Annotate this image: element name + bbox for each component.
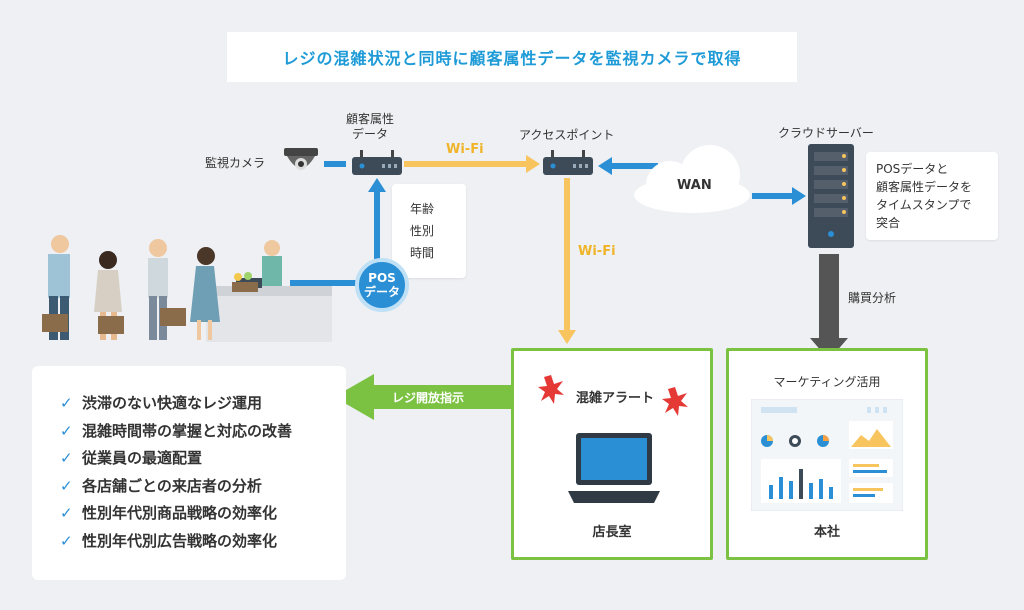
benefit-text: 従業員の最適配置	[82, 449, 203, 467]
benefit-item: ✓ 性別年代別商品戦略の効率化	[60, 500, 346, 528]
benefit-text: 混雑時間帯の掌握と対応の改善	[82, 421, 293, 440]
access-point-icon	[543, 150, 593, 175]
benefits-list: ✓渋滞のない快適なレジ運用 ✓混雑時間帯の掌握と対応の改善 ✓従業員の最適配置 …	[32, 366, 346, 555]
congestion-alert-label: 混雑アラート	[576, 391, 655, 406]
camera-label: 監視カメラ	[205, 156, 266, 170]
wan-label: WAN	[677, 178, 712, 193]
cloud-icon	[634, 145, 750, 213]
headquarters-box: マーケティング活用 本社	[726, 348, 928, 560]
server-callout-line: タイムスタンプで	[876, 198, 972, 212]
server-callout-line: 突合	[876, 216, 901, 230]
wan-to-server-head	[792, 187, 806, 205]
pos-data-badge: POS データ	[355, 258, 409, 312]
title-banner: レジの混雑状況と同時に顧客属性データを監視カメラで取得	[227, 32, 797, 82]
check-icon: ✓	[60, 449, 73, 467]
camera-link-line	[324, 161, 346, 167]
pos-badge-line1: POS	[368, 271, 396, 285]
store-checkout-illustration	[42, 235, 332, 342]
pos-line-head	[368, 178, 386, 192]
headquarters-caption: 本社	[813, 525, 840, 540]
attribute-item: 性別	[410, 224, 435, 238]
benefit-text: 渋滞のない快適なレジ運用	[82, 394, 263, 412]
check-icon: ✓	[60, 504, 73, 522]
pos-line-vertical	[374, 190, 380, 260]
pos-line-horizontal	[290, 280, 362, 286]
register-open-arrow-head	[334, 374, 374, 420]
wifi-top-arrow-shaft	[404, 161, 526, 167]
wan-to-server-shaft	[752, 193, 794, 199]
benefit-item: ✓ 従業員の最適配置	[60, 445, 346, 473]
check-icon: ✓	[60, 531, 73, 550]
attribute-item: 時間	[410, 246, 435, 260]
camera-icon	[284, 148, 318, 170]
check-icon: ✓	[60, 394, 73, 412]
router-icon	[352, 150, 402, 175]
register-open-arrow-shaft	[372, 385, 512, 409]
attribute-item: 年齢	[410, 202, 435, 216]
access-point-label: アクセスポイント	[519, 128, 615, 142]
store-office-box: 混雑アラート 店長室	[511, 348, 713, 560]
benefit-item: ✓ 性別年代別広告戦略の効率化	[60, 528, 346, 556]
analysis-arrow-shaft	[819, 254, 839, 340]
purchase-analysis-label: 購買分析	[848, 291, 897, 305]
benefit-item: ✓ 各店舗ごとの来店者の分析	[60, 473, 346, 501]
benefit-text: 性別年代別広告戦略の効率化	[82, 531, 278, 550]
wifi-top-arrow-head	[526, 155, 540, 173]
laptop-icon	[568, 433, 660, 503]
check-icon: ✓	[60, 421, 73, 440]
alert-burst-icon	[662, 387, 688, 416]
check-icon: ✓	[60, 476, 73, 495]
cloud-server-label: クラウドサーバー	[778, 126, 874, 140]
benefit-item: ✓ 渋滞のない快適なレジ運用	[60, 390, 346, 418]
server-callout-line: POSデータと	[876, 162, 949, 176]
register-open-label: レジ開放指示	[392, 391, 465, 405]
alert-burst-icon	[538, 375, 564, 404]
wifi-down-arrow-shaft	[564, 178, 570, 330]
wan-to-ap-shaft	[610, 163, 658, 169]
store-office-caption: 店長室	[592, 525, 632, 540]
benefit-item: ✓ 混雑時間帯の掌握と対応の改善	[60, 418, 346, 446]
attributes-callout: 年齢 性別 時間	[392, 184, 466, 278]
server-icon	[808, 144, 854, 248]
dashboard-icon	[751, 399, 903, 511]
wifi-down-label: Wi-Fi	[578, 244, 616, 259]
server-callout-line: 顧客属性データを	[876, 180, 973, 194]
attr-device-label: 顧客属性 データ	[346, 112, 394, 142]
marketing-label: マーケティング活用	[773, 375, 881, 389]
attr-device-label-line2: データ	[352, 127, 389, 141]
server-callout: POSデータと 顧客属性データを タイムスタンプで 突合	[866, 152, 998, 240]
wifi-down-arrow-head	[558, 330, 576, 344]
benefit-text: 性別年代別商品戦略の効率化	[82, 504, 278, 522]
pos-badge-line2: データ	[363, 285, 400, 299]
wifi-top-label: Wi-Fi	[446, 142, 484, 157]
benefit-text: 各店舗ごとの来店者の分析	[82, 476, 262, 495]
benefits-panel: ✓渋滞のない快適なレジ運用 ✓混雑時間帯の掌握と対応の改善 ✓従業員の最適配置 …	[32, 366, 346, 580]
wan-to-ap-head	[598, 157, 612, 175]
page-title: レジの混雑状況と同時に顧客属性データを監視カメラで取得	[282, 49, 742, 68]
attr-device-label-line1: 顧客属性	[346, 112, 395, 126]
